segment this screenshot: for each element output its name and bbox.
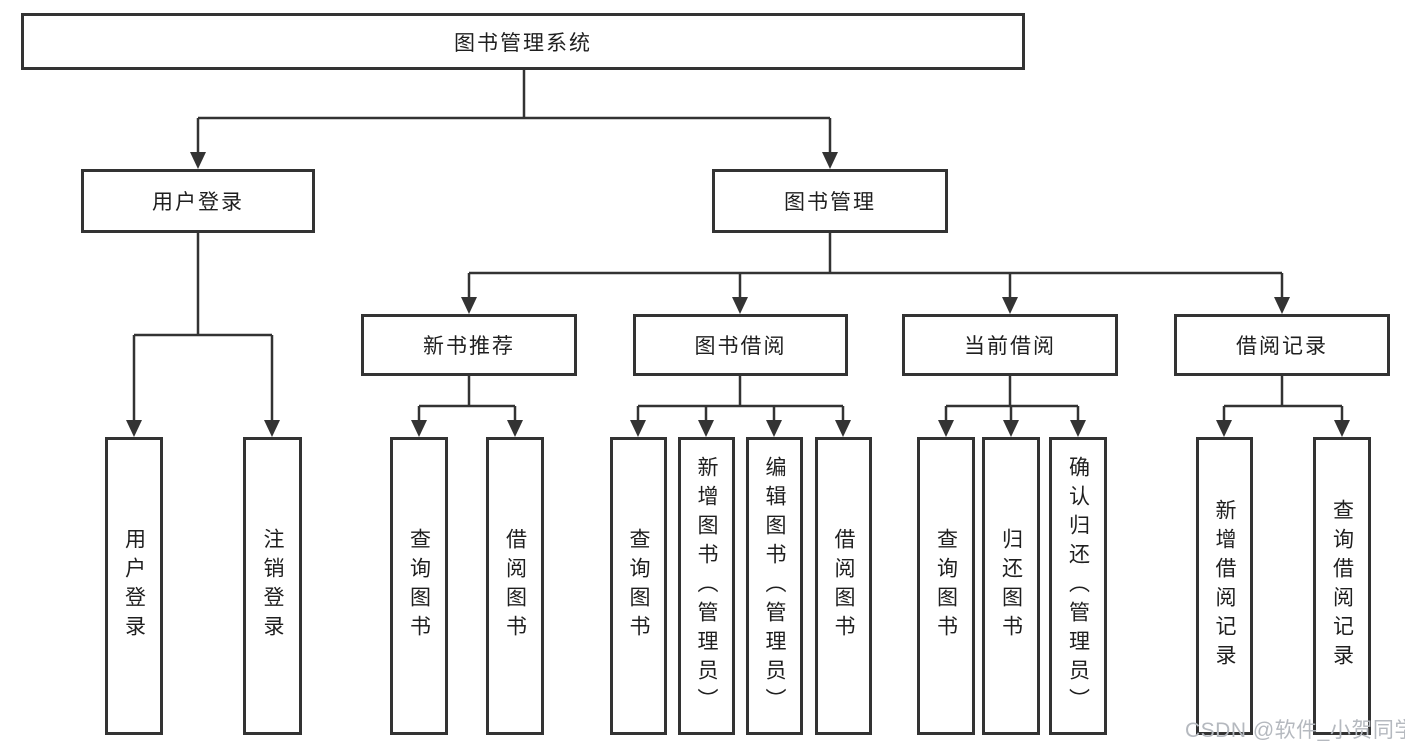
node-label: 查询图书 <box>407 528 431 644</box>
leaf-borrow-books: 借阅图书 <box>815 437 872 735</box>
node-label: 图书管理 <box>784 191 876 214</box>
node-label: 借阅图书 <box>832 528 855 644</box>
node-label: 查询图书 <box>627 528 650 644</box>
leaf-confirm-return-admin: 确认归还（管理员） <box>1049 437 1107 735</box>
leaf-add-books-admin: 新增图书（管理员） <box>678 437 735 735</box>
node-label: 查询借阅记录 <box>1330 499 1354 673</box>
node-label: 新增借阅记录 <box>1213 499 1236 673</box>
node-label: 新书推荐 <box>423 335 515 358</box>
node-book-management: 图书管理 <box>712 169 948 233</box>
leaf-borrow-books-recommend: 借阅图书 <box>486 437 544 735</box>
leaf-user-login: 用户登录 <box>105 437 163 735</box>
leaf-logout: 注销登录 <box>243 437 302 735</box>
leaf-return-books: 归还图书 <box>982 437 1040 735</box>
node-label: 用户登录 <box>122 528 146 644</box>
node-new-book-recommend: 新书推荐 <box>361 314 577 376</box>
node-label: 编辑图书（管理员） <box>763 455 786 717</box>
node-label: 当前借阅 <box>964 335 1056 358</box>
node-label: 借阅记录 <box>1236 335 1328 358</box>
leaf-query-books-borrowing: 查询图书 <box>610 437 667 735</box>
node-label: 新增图书（管理员） <box>695 455 718 717</box>
csdn-watermark: CSDN @软件_小贺同学 <box>1185 719 1405 742</box>
node-library-management-system: 图书管理系统 <box>21 13 1025 70</box>
node-label: 图书管理系统 <box>454 31 592 55</box>
node-borrowing-records: 借阅记录 <box>1174 314 1390 376</box>
node-book-borrowing: 图书借阅 <box>633 314 848 376</box>
node-label: 注销登录 <box>261 528 284 644</box>
leaf-edit-books-admin: 编辑图书（管理员） <box>746 437 803 735</box>
node-label: 借阅图书 <box>503 528 527 644</box>
node-label: 确认归还（管理员） <box>1066 455 1090 717</box>
node-label: 归还图书 <box>999 528 1023 644</box>
leaf-add-borrow-record: 新增借阅记录 <box>1196 437 1253 735</box>
node-label: 用户登录 <box>152 191 244 214</box>
leaf-query-borrow-record: 查询借阅记录 <box>1313 437 1371 735</box>
node-label: 图书借阅 <box>694 335 787 358</box>
node-label: 查询图书 <box>934 528 958 644</box>
leaf-query-books-current: 查询图书 <box>917 437 975 735</box>
leaf-query-books-recommend: 查询图书 <box>390 437 448 735</box>
node-user-login: 用户登录 <box>81 169 315 233</box>
node-current-borrowing: 当前借阅 <box>902 314 1118 376</box>
